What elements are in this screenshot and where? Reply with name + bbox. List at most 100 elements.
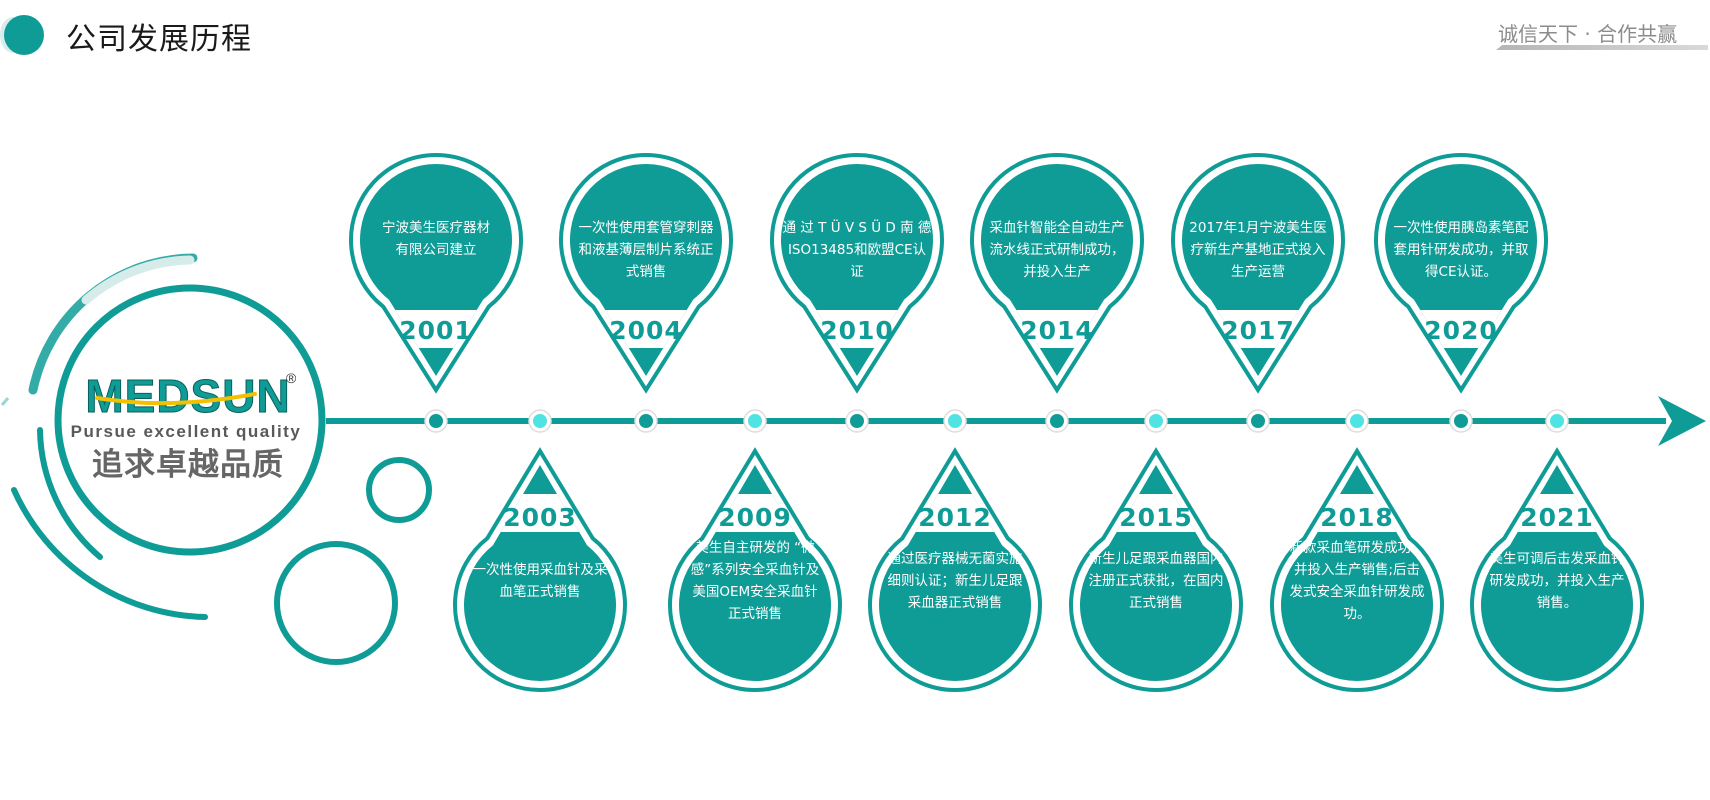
pin-fill (1281, 465, 1434, 682)
milestone-text-line: ISO13485和欧盟CE认 (788, 242, 927, 258)
logo-swoosh (95, 392, 257, 406)
milestone-text-line: 宁波美生医疗器材 (382, 219, 490, 236)
timeline-axis (326, 396, 1706, 446)
milestone-text-line: 新款采血笔研发成功， (1290, 540, 1425, 556)
pin-fill (570, 164, 722, 376)
timeline-node-dot (639, 414, 653, 428)
timeline-node-dot (948, 414, 962, 428)
milestone-year: 2018 (1320, 503, 1394, 532)
timeline-node-dot (1149, 414, 1163, 428)
pin-fill (1481, 465, 1634, 682)
slogan-underline (1496, 45, 1708, 50)
milestone-text-line: 有限公司建立 (396, 242, 477, 258)
timeline-node-dot (1050, 414, 1064, 428)
timeline-node-dot (1350, 414, 1364, 428)
milestone-year: 2020 (1424, 316, 1498, 345)
milestone-text-line: 得CE认证。 (1425, 263, 1497, 280)
milestone-text-line: 正式销售 (1129, 595, 1183, 611)
milestone-text-line: 通过医疗器械无菌实施 (888, 551, 1023, 567)
pin-fill (1385, 164, 1537, 376)
milestone-text-line: 细则认证；新生儿足跟 (888, 573, 1023, 589)
pin-fill (678, 465, 832, 681)
milestone-text-line: 疗新生产基地正式投入 (1191, 241, 1326, 258)
milestone-text-line: 并投入生产 (1023, 264, 1091, 280)
timeline-node (1045, 409, 1069, 433)
pin-fill (463, 465, 616, 681)
milestone-year: 2017 (1221, 316, 1295, 345)
timeline-node-dot (533, 414, 547, 428)
pin-fill (878, 465, 1031, 681)
page-title: 公司发展历程 (66, 22, 252, 57)
outer-arc-tick (0, 397, 10, 406)
milestone-text-line: 感”系列安全采血针及 (691, 561, 820, 578)
logo-ring (54, 284, 326, 556)
timeline-node (943, 409, 967, 433)
timeline-node (634, 409, 658, 433)
timeline-node-dot (1251, 414, 1265, 428)
milestone-text-line: 一次性使用胰岛素笔配 (1394, 219, 1529, 236)
milestone-text-line: 发式安全采血针研发成 (1290, 583, 1425, 600)
outer-arc-bottom (11, 487, 208, 620)
milestone-text-line: 2017年1月宁波美生医 (1189, 219, 1326, 236)
milestone-year: 2015 (1119, 503, 1193, 532)
milestone-text-line: 证 (850, 264, 864, 280)
timeline-node-dot (1550, 414, 1564, 428)
pin-fill (360, 164, 512, 376)
milestone-text-line: 采血针智能全自动生产 (990, 219, 1125, 236)
timeline-node-dot (429, 414, 443, 428)
slogan: 诚信天下 · 合作共赢 (1498, 22, 1678, 46)
milestone-year: 2009 (718, 503, 792, 532)
medium-ring (274, 541, 398, 665)
timeline-node (424, 409, 448, 433)
milestone-text-line: 销售。 (1537, 595, 1578, 611)
milestone-year: 2021 (1520, 503, 1594, 532)
milestone-text-line: 一次性使用采血针及采 (473, 561, 608, 578)
milestone-text-line: 式销售 (626, 264, 667, 280)
timeline-node-dot (748, 414, 762, 428)
milestone-text-line: 和液基薄层制片系统正 (579, 241, 714, 258)
logo-decoration (0, 253, 432, 665)
timeline-node (1449, 409, 1473, 433)
logo: MEDSUN ® Pursue excellent quality 追求卓越品质 (71, 370, 302, 484)
milestone-year: 2010 (820, 316, 894, 345)
milestone-text-line: 美生可调后击发采血针 (1490, 551, 1625, 567)
pin-fill (1080, 465, 1233, 681)
milestone-year: 2004 (609, 316, 683, 345)
milestone-text-line: 血笔正式销售 (500, 584, 581, 600)
milestone-text-line: 通 过 T Ü V S Ü D 南 德 (783, 218, 932, 236)
milestone-text-line: 功。 (1344, 606, 1371, 622)
logo-chinese: 追求卓越品质 (92, 447, 284, 483)
timeline-node (845, 409, 869, 433)
milestone-text-line: 注册正式获批，在国内 (1089, 573, 1224, 589)
timeline-node (743, 409, 767, 433)
timeline-node (1144, 409, 1168, 433)
logo-brand: MEDSUN (85, 370, 290, 422)
outer-arc-top-fade (81, 255, 195, 305)
milestone-text-line: 生产运营 (1231, 264, 1285, 280)
milestone-text-line: 美生自主研发的 “微 (695, 540, 815, 556)
milestone-text-line: 正式销售 (728, 606, 782, 622)
logo-tagline: Pursue excellent quality (71, 422, 302, 441)
timeline-arrow-icon (1658, 396, 1706, 446)
milestone-text-line: 并投入生产销售;后击 (1294, 562, 1420, 578)
pin-fill (781, 164, 933, 376)
timeline-node (1345, 409, 1369, 433)
milestone-text-line: 一次性使用套管穿刺器 (579, 219, 714, 236)
milestone-text-line: 研发成功，并投入生产 (1490, 573, 1625, 589)
title-dot-icon (4, 15, 44, 55)
milestone-year: 2012 (918, 503, 992, 532)
timeline-node-dot (1454, 414, 1468, 428)
milestone-text-line: 套用针研发成功，并取 (1394, 242, 1529, 258)
timeline-node (1545, 409, 1569, 433)
